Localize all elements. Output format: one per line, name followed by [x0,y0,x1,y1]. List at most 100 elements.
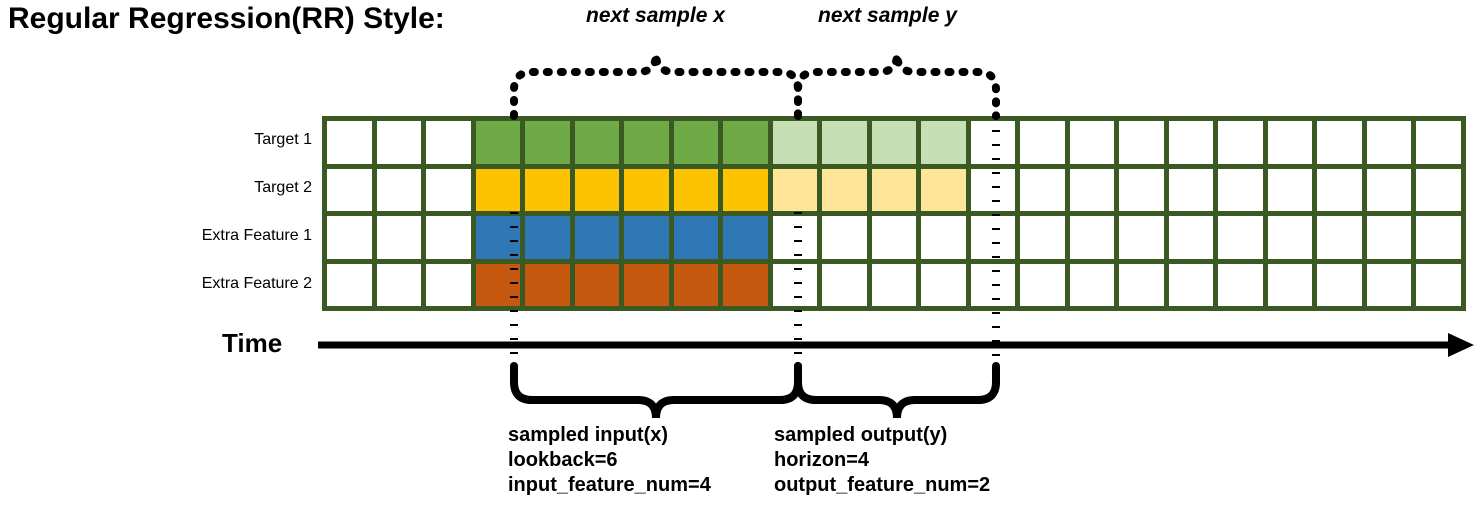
row-label-target-1: Target 1 [40,116,312,164]
cell-input [574,168,624,216]
cell-empty [1366,216,1416,264]
cell-input [624,168,674,216]
cell-empty [1366,263,1416,311]
cell-input [525,121,575,169]
timeline-grid [322,116,1466,311]
cell-empty [1069,216,1119,264]
cell-output [921,168,971,216]
cell-empty [327,216,377,264]
cell-input [475,168,525,216]
cell-empty [1416,263,1466,311]
cell-empty [1366,168,1416,216]
cell-empty [1416,168,1466,216]
cell-empty [327,263,377,311]
cell-empty [426,121,476,169]
cell-empty [921,263,971,311]
cell-empty [1317,168,1367,216]
cell-input [475,263,525,311]
cell-output [822,168,872,216]
row-label-text: Target 1 [254,131,312,148]
cell-input [723,263,773,311]
next-sample-x-label: next sample x [586,4,725,27]
cell-input [673,263,723,311]
cell-empty [822,216,872,264]
next-sample-y-brace [794,53,1000,120]
cell-empty [1218,121,1268,169]
cell-empty [1218,216,1268,264]
cell-empty [1119,121,1169,169]
sampled-input-title: sampled input(x) [508,424,669,446]
cell-empty [1267,121,1317,169]
cell-empty [1069,168,1119,216]
cell-input [574,216,624,264]
cell-empty [1168,263,1218,311]
sampled-input-feature-num: input_feature_num=4 [508,474,711,496]
cell-empty [1020,121,1070,169]
cell-empty [376,216,426,264]
cell-empty [376,263,426,311]
cell-empty [1020,168,1070,216]
cell-input [673,168,723,216]
cell-output [772,168,822,216]
cell-output [772,121,822,169]
cell-output [921,121,971,169]
cell-input [624,263,674,311]
top-brace-group [510,53,1000,120]
sampled-output-feature-num: output_feature_num=2 [774,474,991,496]
cell-empty [426,168,476,216]
sampled-output-brace [794,362,1000,419]
cell-output [871,168,921,216]
cell-empty [1069,121,1119,169]
cell-empty [1168,121,1218,169]
cell-input [723,168,773,216]
cell-empty [1267,263,1317,311]
row-label-extra-feature-1: Extra Feature 1 [40,212,312,260]
cell-input [525,216,575,264]
timeline-row [327,168,1466,216]
sampled-output-title: sampled output(y) [774,424,948,446]
cell-empty [1218,168,1268,216]
cell-input [574,263,624,311]
timeline-row [327,121,1466,169]
cell-empty [772,216,822,264]
cell-empty [1119,216,1169,264]
row-label-extra-feature-2: Extra Feature 2 [40,260,312,308]
cell-empty [822,263,872,311]
cell-empty [1317,216,1367,264]
cell-input [723,121,773,169]
time-axis-label: Time [222,328,283,358]
cell-empty [1267,168,1317,216]
cell-input [723,216,773,264]
cell-output [822,121,872,169]
cell-empty [1317,263,1367,311]
next-sample-x-brace [510,53,802,120]
row-label-column: Target 1 Target 2 Extra Feature 1 Extra … [40,116,312,308]
next-sample-y-label: next sample y [818,4,957,27]
cell-input [574,121,624,169]
cell-empty [1416,216,1466,264]
row-label-text: Target 2 [254,179,312,196]
page-title: Regular Regression(RR) Style: [8,2,445,35]
cell-empty [1317,121,1367,169]
cell-empty [1020,216,1070,264]
cell-empty [921,216,971,264]
cell-empty [426,263,476,311]
cell-output [871,121,921,169]
cell-input [673,216,723,264]
cell-empty [1218,263,1268,311]
cell-empty [1119,263,1169,311]
time-axis-arrow [318,333,1474,357]
cell-empty [1267,216,1317,264]
cell-empty [1069,263,1119,311]
cell-input [475,216,525,264]
cell-empty [376,121,426,169]
cell-empty [1168,168,1218,216]
cell-empty [1366,121,1416,169]
cell-input [525,263,575,311]
row-label-text: Extra Feature 2 [201,275,312,292]
cell-input [475,121,525,169]
timeline-row [327,263,1466,311]
sampled-input-lookback: lookback=6 [508,449,618,471]
